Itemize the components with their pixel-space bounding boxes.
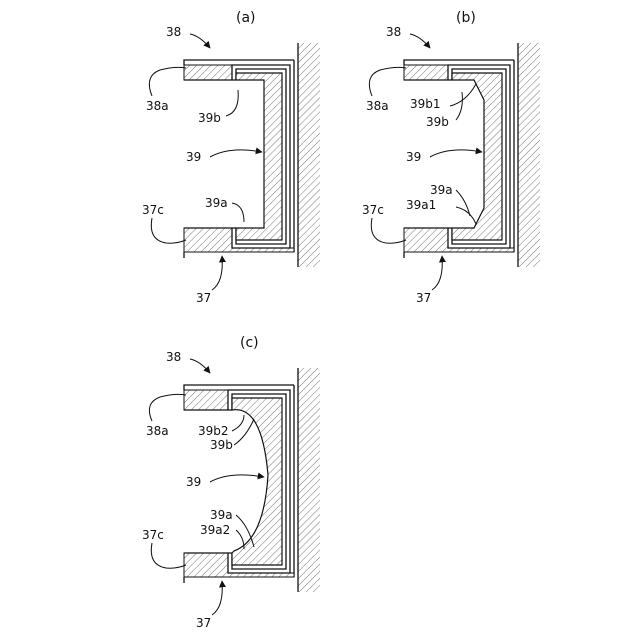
seal-39 [232, 398, 282, 565]
panel-a: (a) 38 38a 39b 39 39a 37c 37 [142, 10, 320, 305]
member-38 [404, 65, 448, 80]
label-37c: 37c [142, 203, 164, 217]
label-39b: 39b [426, 115, 449, 129]
leader-38a [149, 67, 186, 96]
wall [298, 368, 320, 592]
label-37c: 37c [362, 203, 384, 217]
label-39a1: 39a1 [406, 198, 436, 212]
leader-39a [232, 203, 244, 222]
member-38 [184, 390, 228, 410]
panel-b: (b) 38 38a 39b1 39b 39 39a 39a1 37c 37 [362, 10, 540, 305]
leader-37 [212, 256, 222, 290]
leader-37c [151, 218, 186, 243]
label-39b: 39b [198, 111, 221, 125]
leader-39 [210, 150, 262, 157]
panel-c-caption: (c) [240, 335, 259, 351]
leader-39b1 [450, 84, 476, 106]
label-38a: 38a [366, 99, 389, 113]
wall [298, 43, 320, 267]
leader-39b [226, 90, 238, 116]
leader-39b [456, 92, 462, 120]
leader-39b [234, 419, 254, 445]
label-39: 39 [406, 150, 421, 164]
label-39a: 39a [430, 183, 453, 197]
label-37: 37 [416, 291, 431, 305]
label-37c: 37c [142, 528, 164, 542]
label-39: 39 [186, 150, 201, 164]
leader-38 [190, 34, 210, 48]
label-38a: 38a [146, 424, 169, 438]
label-37: 37 [196, 616, 211, 630]
leader-39a1 [456, 207, 476, 224]
label-38: 38 [166, 350, 181, 364]
panel-b-caption: (b) [456, 10, 476, 26]
label-39b: 39b [210, 438, 233, 452]
panel-c: (c) 38 38a 39b2 39b 39 39a 39a2 37c 37 [142, 335, 320, 630]
member-38 [184, 65, 232, 80]
wall [518, 43, 540, 267]
leader-39b2 [232, 415, 244, 431]
label-37: 37 [196, 291, 211, 305]
label-38: 38 [166, 25, 181, 39]
label-39b2: 39b2 [198, 424, 229, 438]
panel-a-caption: (a) [236, 10, 256, 26]
label-39a: 39a [210, 508, 233, 522]
label-39a2: 39a2 [200, 523, 230, 537]
label-39a: 39a [205, 196, 228, 210]
label-39b1: 39b1 [410, 97, 441, 111]
label-38: 38 [386, 25, 401, 39]
label-39: 39 [186, 475, 201, 489]
seal-39 [452, 73, 502, 240]
label-38a: 38a [146, 99, 169, 113]
